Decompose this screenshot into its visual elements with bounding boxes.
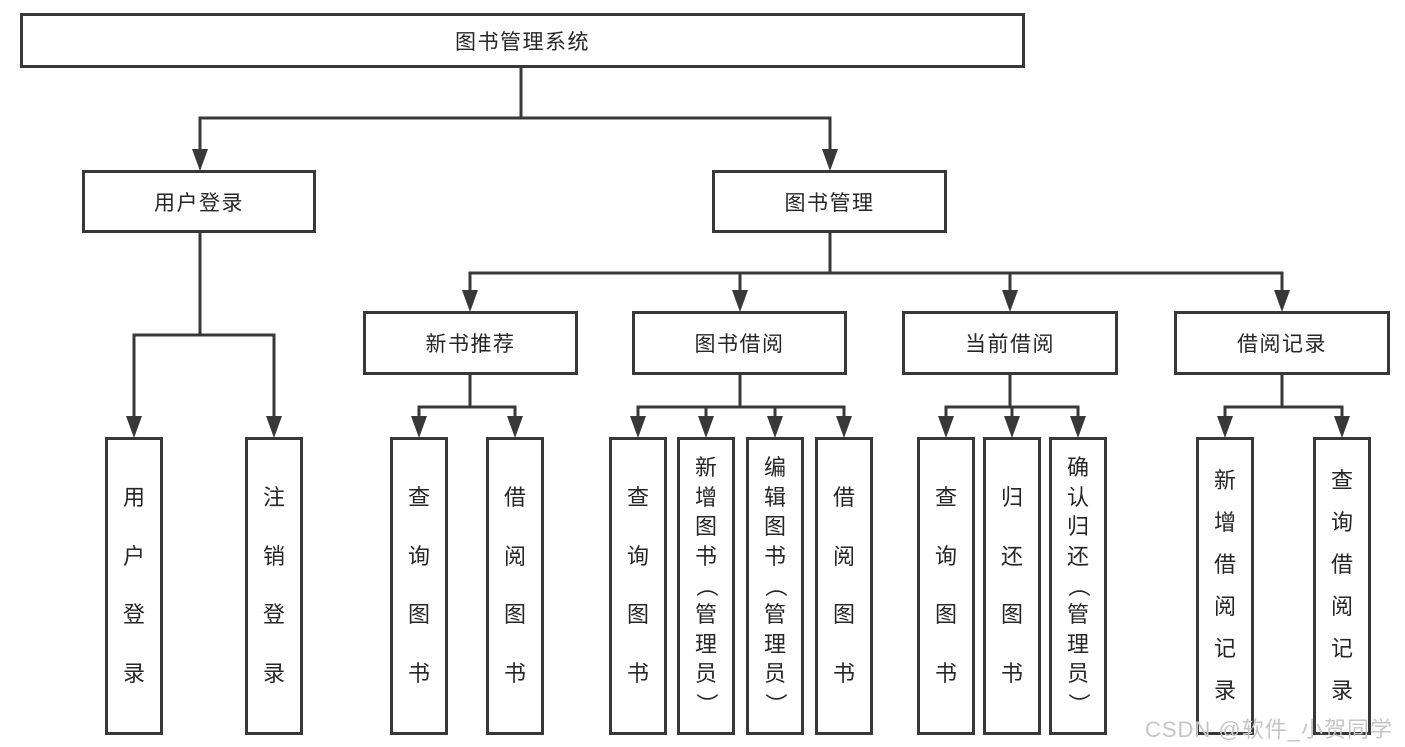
leaf-query-books-2-label: 查询图书	[626, 484, 649, 687]
leaf-query-books-3-label: 查询图书	[934, 484, 957, 687]
leaf-confirm-return-admin-label: 确认归还（管理员）	[1065, 455, 1091, 715]
leaf-return-book-label: 归还图书	[1000, 484, 1023, 687]
node-user-login-label: 用户登录	[154, 191, 244, 215]
leaf-add-borrow-record: 新增借阅记录	[1196, 437, 1254, 735]
node-new-book-recommend-label: 新书推荐	[425, 333, 516, 356]
node-root: 图书管理系统	[20, 13, 1025, 68]
leaf-query-books-1-label: 查询图书	[407, 484, 430, 687]
leaf-query-borrow-record: 查询借阅记录	[1313, 437, 1371, 735]
leaf-query-books-2: 查询图书	[609, 437, 667, 735]
node-book-borrow: 图书借阅	[632, 311, 847, 375]
leaf-edit-book-admin-label: 编辑图书（管理员）	[762, 455, 788, 715]
node-user-login: 用户登录	[82, 170, 316, 233]
leaf-query-books-1: 查询图书	[390, 437, 448, 735]
node-book-management-label: 图书管理	[784, 191, 875, 215]
csdn-watermark: CSDN @软件_小贺同学	[1144, 717, 1393, 742]
leaf-return-book: 归还图书	[983, 437, 1041, 735]
node-borrow-records-label: 借阅记录	[1237, 333, 1327, 356]
node-book-borrow-label: 图书借阅	[694, 333, 785, 356]
node-book-management: 图书管理	[712, 170, 947, 233]
leaf-query-borrow-record-label: 查询借阅记录	[1330, 468, 1353, 703]
leaf-confirm-return-admin: 确认归还（管理员）	[1049, 437, 1107, 735]
node-new-book-recommend: 新书推荐	[363, 311, 578, 375]
node-current-borrow-label: 当前借阅	[965, 333, 1055, 356]
node-root-label: 图书管理系统	[455, 30, 590, 54]
node-current-borrow: 当前借阅	[902, 311, 1118, 375]
leaf-query-books-3: 查询图书	[917, 437, 975, 735]
leaf-add-book-admin: 新增图书（管理员）	[677, 437, 735, 735]
leaf-borrow-books-2-label: 借阅图书	[832, 484, 855, 687]
leaf-logout: 注销登录	[245, 437, 303, 735]
node-borrow-records: 借阅记录	[1174, 311, 1390, 375]
leaf-add-borrow-record-label: 新增借阅记录	[1213, 468, 1236, 703]
leaf-edit-book-admin: 编辑图书（管理员）	[746, 437, 804, 735]
leaf-logout-label: 注销登录	[262, 484, 285, 687]
leaf-user-login-label: 用户登录	[122, 484, 145, 687]
leaf-add-book-admin-label: 新增图书（管理员）	[693, 455, 719, 715]
leaf-borrow-books-1-label: 借阅图书	[503, 484, 526, 687]
leaf-borrow-books-1: 借阅图书	[486, 437, 544, 735]
leaf-borrow-books-2: 借阅图书	[815, 437, 873, 735]
leaf-user-login: 用户登录	[105, 437, 163, 735]
